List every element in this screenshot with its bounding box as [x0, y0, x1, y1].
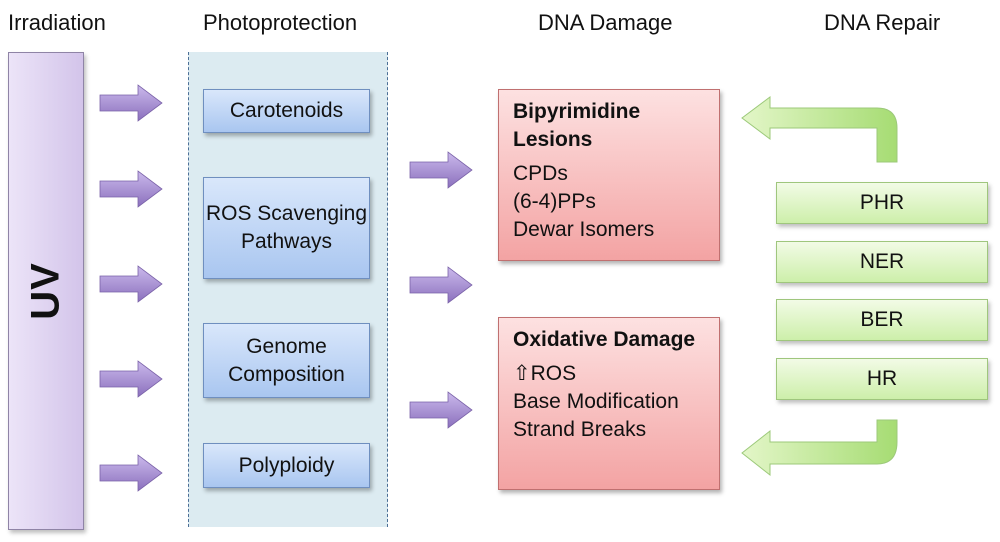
photoprotection-box-genome-composition: Genome Composition — [203, 323, 370, 398]
damage-item: (6-4)PPs — [513, 190, 596, 213]
damage-item: Base Modification — [513, 390, 679, 413]
damage-title-bipyrimidine: Bipyrimidine Lesions — [513, 100, 641, 151]
damage-box-oxidative: Oxidative Damage ⇧ROS Base Modification … — [498, 317, 720, 490]
photoprotection-box-carotenoids: Carotenoids — [203, 89, 370, 133]
damage-item: ⇧ROS — [513, 362, 577, 385]
damage-item: CPDs — [513, 162, 568, 185]
repair-box-phr: PHR — [776, 182, 988, 224]
uv-to-polyploidy-arrow-icon — [99, 454, 163, 492]
photoprotection-box-polyploidy: Polyploidy — [203, 443, 370, 488]
photoprotection-to-oxidative-arrow-icon — [409, 391, 473, 429]
damage-title-oxidative: Oxidative Damage — [513, 328, 696, 351]
photoprotection-to-damage-arrow-icon — [409, 266, 473, 304]
repair-box-ner: NER — [776, 241, 988, 283]
uv-to-genome-lower-arrow-icon — [99, 360, 163, 398]
damage-box-bipyrimidine: Bipyrimidine Lesions CPDs (6-4)PPs Dewar… — [498, 89, 720, 261]
heading-photoprotection: Photoprotection — [203, 10, 358, 35]
uv-to-ros-scavenging-arrow-icon — [99, 170, 163, 208]
repair-box-ber: BER — [776, 299, 988, 341]
heading-irradiation: Irradiation — [8, 10, 106, 35]
photoprotection-box-ros-scavenging: ROS Scavenging Pathways — [203, 177, 370, 279]
repair-arrow-up-icon — [741, 96, 898, 163]
uv-to-genome-arrow-icon — [99, 265, 163, 303]
damage-item: Strand Breaks — [513, 418, 647, 441]
uv-bar: UV — [8, 52, 84, 530]
heading-dna-repair: DNA Repair — [824, 10, 941, 35]
repair-arrow-down-icon — [741, 419, 898, 477]
uv-to-carotenoids-arrow-icon — [99, 84, 163, 122]
repair-box-hr: HR — [776, 358, 988, 400]
damage-item: Dewar Isomers — [513, 218, 655, 241]
photoprotection-to-bipyrimidine-arrow-icon — [409, 151, 473, 189]
heading-dna-damage: DNA Damage — [538, 10, 673, 35]
